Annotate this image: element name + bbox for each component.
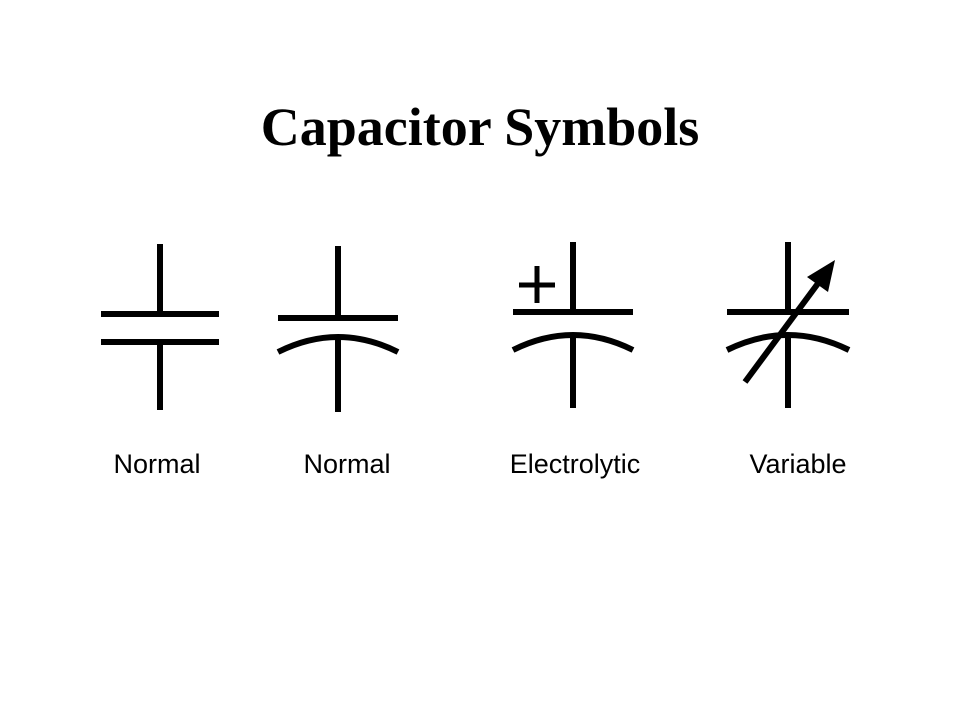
- symbol-label-normal-1: Normal: [113, 449, 200, 479]
- capacitor-symbol-normal-curved: [276, 246, 400, 412]
- page-title: Capacitor Symbols: [260, 97, 700, 157]
- symbol-label-variable: Variable: [749, 449, 846, 479]
- capacitor-symbol-normal-flat: [101, 244, 219, 410]
- symbol-label-electrolytic: Electrolytic: [510, 449, 641, 479]
- plate-curved: [276, 334, 400, 355]
- capacitor-symbol-variable: [725, 242, 851, 408]
- arrow-head-icon: [807, 260, 835, 292]
- plus-icon: [519, 266, 555, 303]
- capacitor-symbol-electrolytic: [511, 242, 635, 408]
- plate-curved: [725, 332, 851, 353]
- variable-arrow-shaft: [742, 276, 825, 384]
- plate-curved: [511, 332, 635, 353]
- symbol-label-normal-2: Normal: [303, 449, 390, 479]
